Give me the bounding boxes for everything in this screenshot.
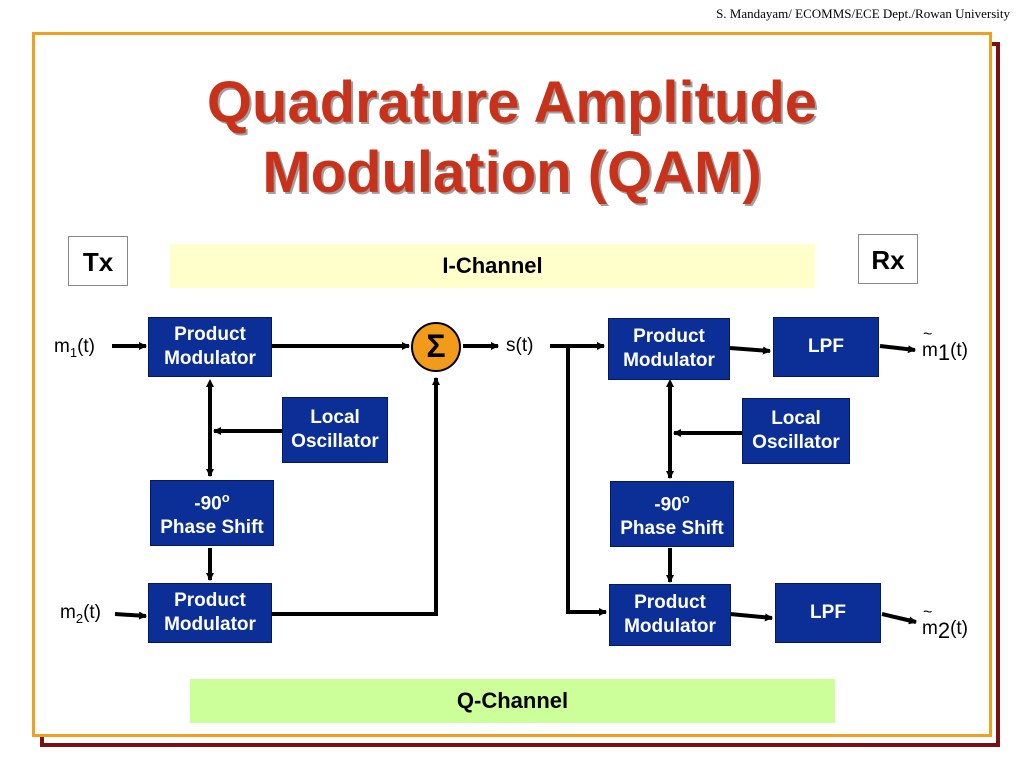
- m2-base: m: [60, 602, 76, 623]
- rx-phase-shift: -90o Phase Shift: [610, 481, 734, 547]
- m2-arg: (t): [83, 602, 101, 623]
- tx-pm2-line2: Modulator: [164, 614, 256, 635]
- m1-hat-base: m: [922, 326, 938, 362]
- rx-lpf-1: LPF: [773, 317, 879, 377]
- m1-hat-arg: (t): [950, 340, 969, 361]
- rx-lo-line2: Oscillator: [752, 432, 840, 453]
- wire-pm2-sum: [272, 377, 440, 616]
- signal-m1: m1(t): [54, 336, 95, 360]
- wire-m2-in: [114, 611, 147, 620]
- rx-pm1-line1: Product: [633, 326, 705, 347]
- tx-pm1-line2: Modulator: [164, 348, 256, 369]
- rx-ps-sup: o: [681, 490, 690, 506]
- wire-st-rxpm2: [566, 346, 607, 616]
- tx-ps-line2: Phase Shift: [160, 517, 264, 539]
- wire-lpf2-out: [881, 612, 917, 625]
- m1-hat-sub: 1: [937, 340, 951, 365]
- rx-product-modulator-1: Product Modulator: [608, 318, 730, 380]
- summer-circle: Σ: [411, 322, 461, 372]
- rx-ps-deg: -90: [654, 494, 682, 516]
- tx-lo-line2: Oscillator: [291, 431, 379, 452]
- m1-sub: 1: [69, 344, 78, 360]
- tx-label: Tx: [68, 236, 128, 286]
- i-channel-band: I-Channel: [170, 244, 815, 288]
- m2-hat-arg: (t): [950, 618, 969, 639]
- rx-pm2-line2: Modulator: [624, 616, 716, 637]
- signal-m1-estimate: m1(t): [922, 326, 969, 365]
- rx-pm2-line1: Product: [634, 592, 706, 613]
- rx-product-modulator-2: Product Modulator: [609, 584, 731, 646]
- rx-ps-line2: Phase Shift: [620, 518, 724, 540]
- credit-line: S. Mandayam/ ECOMMS/ECE Dept./Rowan Univ…: [716, 6, 1010, 21]
- wire-rxpm1-lpf: [729, 346, 771, 355]
- m2-hat-base: m: [922, 604, 938, 640]
- title-line-1: Quadrature Amplitude: [206, 70, 818, 135]
- title-line-2: Modulation (QAM): [262, 140, 762, 205]
- tx-ps-line1: -90o: [194, 486, 229, 516]
- tx-ps-deg: -90: [194, 493, 222, 515]
- rx-label: Rx: [858, 234, 918, 284]
- signal-m2-estimate: m2(t): [922, 604, 969, 643]
- m1-arg: (t): [77, 336, 95, 357]
- wire-rxpm2-lpf: [729, 612, 773, 622]
- tx-pm2-line1: Product: [174, 590, 246, 611]
- m1-base: m: [54, 336, 70, 357]
- q-channel-band: Q-Channel: [190, 679, 835, 723]
- tx-local-oscillator: Local Oscillator: [282, 397, 388, 463]
- wire-lpf1-out: [879, 344, 916, 354]
- rx-lpf-2: LPF: [775, 583, 881, 643]
- tx-product-modulator-2: Product Modulator: [148, 583, 272, 643]
- rx-ps-line1: -90o: [654, 487, 689, 517]
- tx-lo-line1: Local: [310, 407, 360, 428]
- slide-title: Quadrature Amplitude Modulation (QAM): [0, 68, 1024, 208]
- m2-hat-sub: 2: [937, 618, 951, 643]
- tx-pm1-line1: Product: [174, 324, 246, 345]
- rx-local-oscillator: Local Oscillator: [742, 398, 850, 464]
- tx-phase-shift: -90o Phase Shift: [150, 480, 274, 546]
- rx-pm1-line2: Modulator: [623, 350, 715, 371]
- signal-m2: m2(t): [60, 602, 101, 626]
- m2-sub: 2: [75, 610, 84, 626]
- rx-lo-line1: Local: [771, 408, 821, 429]
- signal-s-t: s(t): [506, 335, 534, 356]
- tx-product-modulator-1: Product Modulator: [148, 317, 272, 377]
- tx-ps-sup: o: [221, 489, 230, 505]
